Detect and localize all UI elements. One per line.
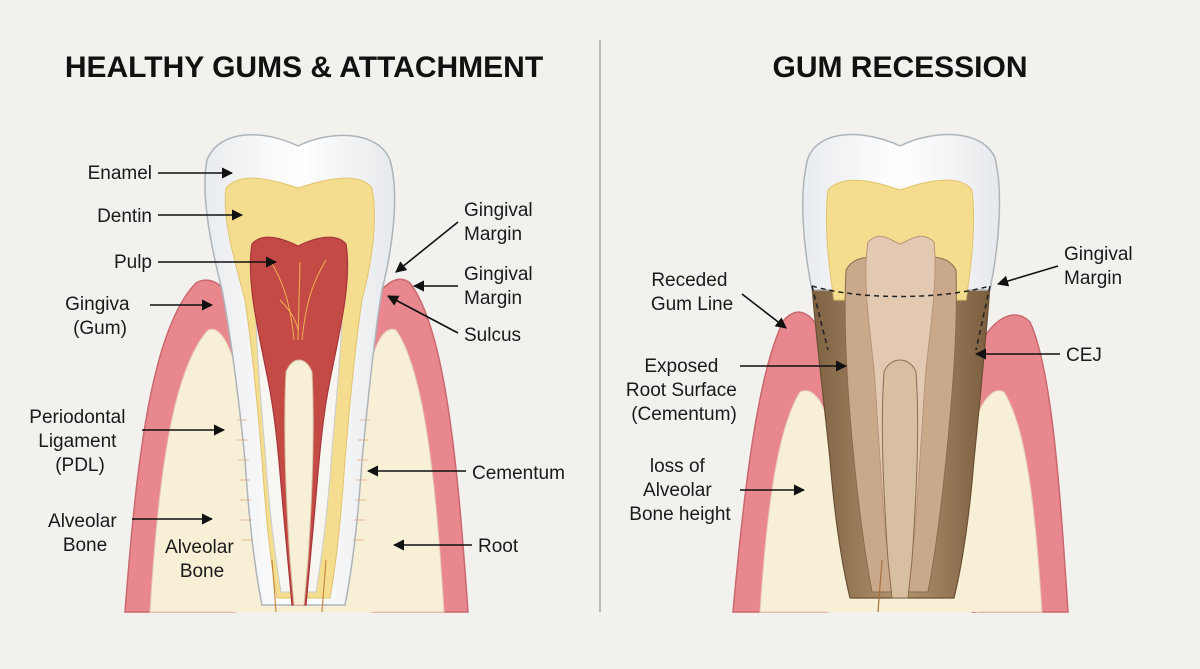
label-bone-loss: loss of Alveolar Bone height: [629, 456, 731, 525]
recession-gum-line-edge: [811, 285, 829, 351]
label-gingiva-line: Gingiva: [65, 294, 130, 315]
label-sulcus: Sulcus: [464, 325, 521, 346]
label-pdl-line: Periodontal: [29, 407, 125, 428]
label-receded-gum-line-line: Receded: [651, 270, 727, 291]
label-pdl-line: Ligament: [38, 431, 117, 452]
arrow-recession-gingival-margin: [996, 265, 1059, 287]
healthy-pulp-vessels: [269, 259, 327, 341]
healthy-panel: HEALTHY GUMS & ATTACHMENT Enamel Dentin …: [29, 51, 565, 613]
recession-nerve-line: [877, 559, 883, 613]
recession-alveolar-bone: [975, 390, 1043, 613]
label-bone-loss-line: Alveolar: [643, 480, 712, 501]
label-recession-gingival-margin-line: Margin: [1064, 268, 1122, 289]
label-gingival-margin-1: Gingival Margin: [464, 200, 538, 245]
healthy-nerve-lines: [271, 559, 327, 613]
label-gingival-margin-2: Gingival Margin: [464, 264, 538, 309]
healthy-alveolar-bone: [149, 328, 237, 613]
recession-alveolar-bone: [759, 390, 829, 613]
label-exposed-root: Exposed Root Surface (Cementum): [626, 356, 742, 425]
label-receded-gum-line: Receded Gum Line: [651, 270, 733, 315]
label-gingival-margin-2-line: Margin: [464, 288, 522, 309]
label-gingival-margin-1-line: Gingival: [464, 200, 533, 221]
label-alveolar-bone-outer: Alveolar Bone: [48, 511, 122, 556]
recession-gum-line-edge: [975, 285, 991, 351]
recession-panel: GUM RECESSION Receded Gum Line Exposed R…: [626, 51, 1138, 613]
label-alveolar-bone-inner-line: Alveolar: [165, 537, 234, 558]
label-gingival-margin-1-line: Margin: [464, 224, 522, 245]
label-pdl: Periodontal Ligament (PDL): [29, 407, 130, 476]
label-exposed-root-line: (Cementum): [631, 404, 737, 425]
label-dentin: Dentin: [97, 206, 152, 227]
label-alveolar-bone-outer-line: Alveolar: [48, 511, 117, 532]
arrow-receded-gum-line: [741, 293, 787, 329]
recession-title: GUM RECESSION: [772, 51, 1027, 84]
label-alveolar-bone-inner: Alveolar Bone: [165, 537, 239, 582]
label-bone-loss-line: Bone height: [629, 504, 731, 525]
healthy-root-inner: [284, 359, 314, 606]
healthy-title: HEALTHY GUMS & ATTACHMENT: [65, 51, 543, 84]
label-alveolar-bone-inner-line: Bone: [180, 561, 224, 582]
label-exposed-root-line: Root Surface: [626, 380, 737, 401]
recession-root-core: [881, 359, 919, 599]
label-recession-gingival-margin-line: Gingival: [1064, 244, 1133, 265]
healthy-pdl-fibres: [237, 419, 370, 541]
arrow-gingival-margin-1: [395, 221, 459, 273]
label-gingiva-line: (Gum): [73, 318, 127, 339]
label-enamel: Enamel: [88, 163, 152, 184]
label-alveolar-bone-outer-line: Bone: [63, 535, 107, 556]
label-pulp: Pulp: [114, 252, 152, 273]
label-cej: CEJ: [1066, 345, 1102, 366]
arrow-sulcus: [387, 295, 459, 334]
label-recession-gingival-margin: Gingival Margin: [1064, 244, 1138, 289]
recession-gum-line: [811, 285, 991, 298]
label-cementum: Cementum: [472, 463, 565, 484]
label-gingival-margin-2-line: Gingival: [464, 264, 533, 285]
label-exposed-root-line: Exposed: [644, 356, 718, 377]
label-pdl-line: (PDL): [55, 455, 105, 476]
label-bone-loss-line: loss of: [650, 456, 706, 477]
label-gingiva: Gingiva (Gum): [65, 294, 135, 339]
label-receded-gum-line-line: Gum Line: [651, 294, 733, 315]
label-root: Root: [478, 536, 519, 557]
